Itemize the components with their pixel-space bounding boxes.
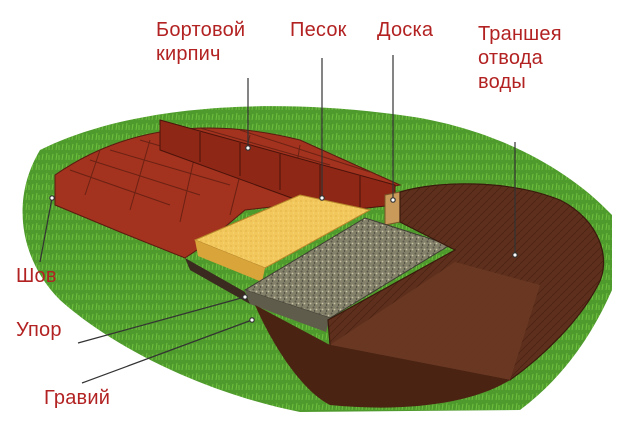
soil-base	[255, 305, 510, 408]
pointer-gravel	[81, 319, 253, 384]
label-board: Доска	[377, 19, 434, 41]
sand-layer	[193, 194, 372, 269]
label-stop: Упор	[16, 319, 62, 341]
label-seam: Шов	[16, 265, 57, 287]
sand-layer-side	[195, 240, 265, 282]
pointer-stop	[77, 296, 246, 344]
trench-floor	[330, 262, 540, 380]
pointer-seam	[39, 197, 53, 263]
brick-joints	[69, 127, 371, 223]
pointer-lines	[39, 55, 518, 384]
label-curb-brick: Бортовой кирпич	[156, 19, 246, 65]
label-drain-trench: Траншея отвода воды	[478, 23, 562, 93]
label-gravel: Гравий	[44, 387, 111, 409]
edge-stop	[185, 258, 250, 304]
label-sand: Песок	[290, 19, 347, 41]
gravel-layer-side	[245, 290, 330, 332]
